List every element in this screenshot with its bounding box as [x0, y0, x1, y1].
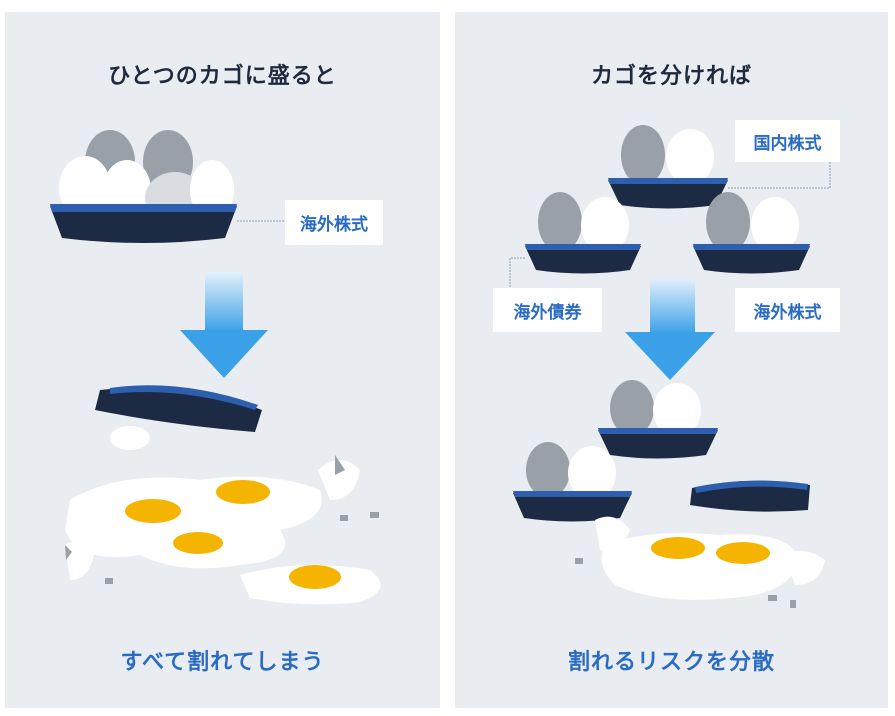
left-title: ひとつのカゴに盛ると [108, 64, 337, 89]
overturned-basket [690, 480, 810, 512]
down-arrow [625, 278, 715, 380]
left-basket [525, 192, 641, 274]
broken-eggs [65, 455, 381, 605]
surviving-basket-upper [598, 380, 718, 459]
right-caption: 割れるリスクを分散 [567, 650, 775, 675]
split-baskets-illustration [509, 125, 831, 608]
overseas-stocks-label: 海外株式 [285, 200, 383, 245]
surviving-basket-lower [513, 442, 632, 522]
right-panel: カゴを分ければ [455, 12, 888, 708]
right-basket [693, 192, 810, 274]
connector-lines [509, 162, 831, 288]
overseas-bonds-label: 海外債券 [493, 288, 602, 332]
overturned-basket [95, 385, 262, 450]
overseas-stocks-label: 海外株式 [735, 288, 840, 332]
basket [50, 204, 237, 243]
left-panel: ひとつのカゴに盛ると [5, 12, 440, 708]
broken-eggs [575, 516, 825, 608]
left-caption: すべて割れてしまう [120, 650, 325, 675]
down-arrow [180, 272, 268, 378]
right-title: カゴを分ければ [590, 64, 752, 89]
top-basket [608, 125, 728, 209]
domestic-stocks-label: 国内株式 [735, 120, 840, 162]
single-basket-illustration [50, 130, 381, 605]
